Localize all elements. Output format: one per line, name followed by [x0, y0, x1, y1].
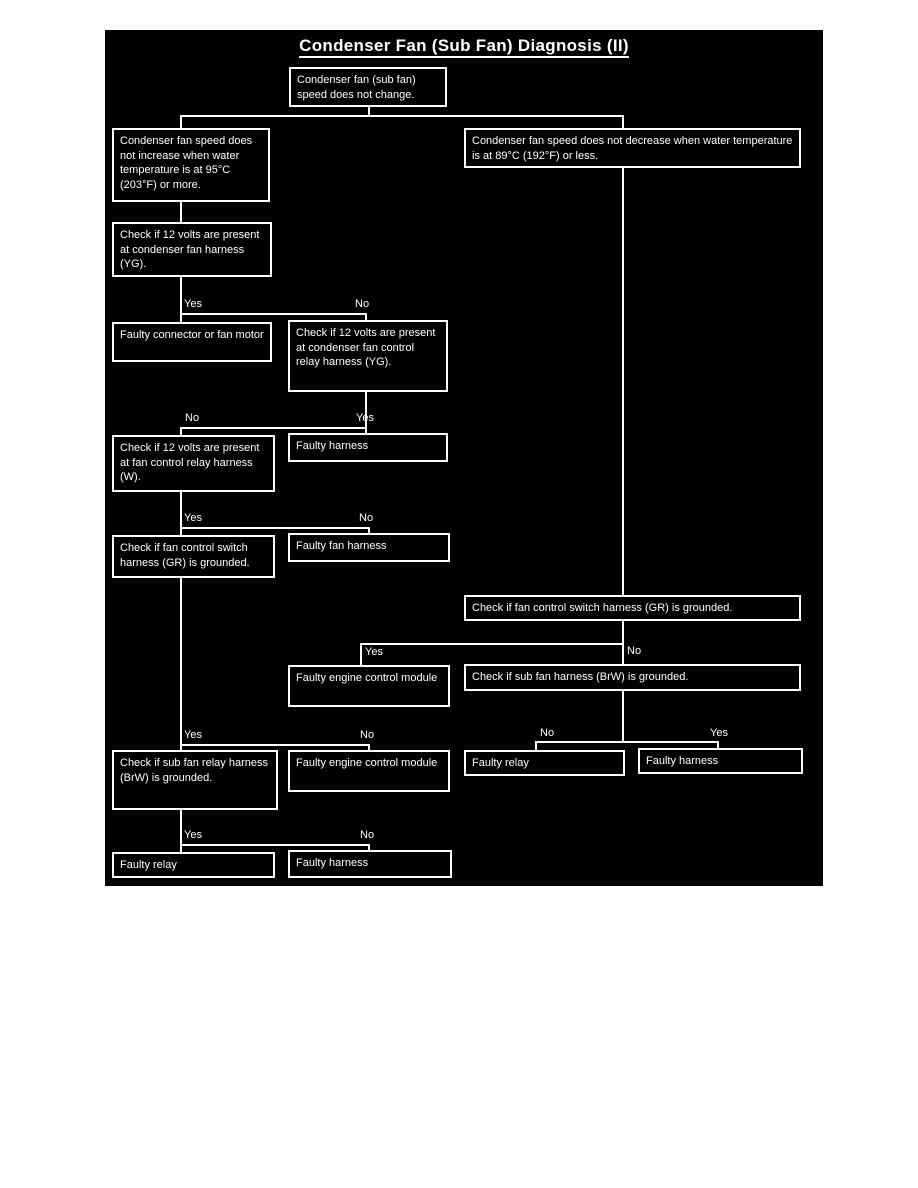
node-check-fan-control-switch-harness-left: Check if fan control switch harness (GR)…: [112, 535, 275, 578]
branch-label-yes: Yes: [184, 829, 202, 841]
connector-line: [368, 844, 370, 850]
branch-label-yes: Yes: [184, 512, 202, 524]
branch-label-yes: Yes: [710, 727, 728, 739]
node-check-sub-fan-relay-harness: Check if sub fan relay harness (BrW) is …: [112, 750, 278, 810]
connector-line: [368, 107, 370, 115]
connector-line: [180, 313, 367, 315]
page-title: Condenser Fan (Sub Fan) Diagnosis (II): [105, 36, 823, 58]
connector-line: [622, 621, 624, 664]
connector-line: [622, 691, 624, 741]
flowchart-panel: Condenser Fan (Sub Fan) Diagnosis (II) Y…: [105, 30, 823, 886]
node-symptom-no-increase: Condenser fan speed does not increase wh…: [112, 128, 270, 202]
branch-label-no: No: [360, 829, 375, 841]
connector-line: [535, 741, 537, 750]
connector-line: [368, 744, 370, 750]
connector-line: [180, 427, 182, 435]
node-faulty-engine-control-module: Faulty engine control module: [288, 665, 450, 707]
connector-line: [180, 744, 370, 746]
node-faulty-engine-control-module: Faulty engine control module: [288, 750, 450, 792]
connector-line: [365, 392, 367, 433]
node-symptom-no-decrease: Condenser fan speed does not decrease wh…: [464, 128, 801, 168]
node-check-12v-condenser-fan-control-relay-harness: Check if 12 volts are present at condens…: [288, 320, 448, 392]
branch-label-yes: Yes: [356, 412, 374, 424]
node-faulty-fan-harness: Faulty fan harness: [288, 533, 450, 562]
node-faulty-harness: Faulty harness: [638, 748, 803, 774]
node-faulty-harness: Faulty harness: [288, 850, 452, 878]
connector-line: [180, 492, 182, 535]
node-faulty-harness: Faulty harness: [288, 433, 448, 462]
branch-label-no: No: [627, 645, 642, 657]
node-check-fan-control-switch-harness-right: Check if fan control switch harness (GR)…: [464, 595, 801, 621]
branch-label-no: No: [185, 412, 200, 424]
connector-line: [180, 427, 367, 429]
connector-line: [717, 741, 719, 748]
connector-line: [180, 277, 182, 322]
connector-line: [180, 202, 182, 222]
connector-line: [180, 844, 370, 846]
connector-line: [180, 578, 182, 750]
node-check-12v-condenser-fan-harness: Check if 12 volts are present at condens…: [112, 222, 272, 277]
connector-line: [180, 115, 182, 128]
connector-line: [180, 527, 370, 529]
connector-line: [360, 643, 624, 645]
connector-line: [180, 810, 182, 852]
node-start: Condenser fan (sub fan) speed does not c…: [289, 67, 447, 107]
branch-label-no: No: [360, 729, 375, 741]
node-faulty-relay: Faulty relay: [112, 852, 275, 878]
branch-label-yes: Yes: [184, 298, 202, 310]
connector-line: [368, 527, 370, 533]
connector-line: [360, 643, 362, 665]
branch-label-no: No: [540, 727, 555, 739]
node-check-sub-fan-harness: Check if sub fan harness (BrW) is ground…: [464, 664, 801, 691]
branch-label-no: No: [355, 298, 370, 310]
connector-line: [622, 115, 624, 128]
node-faulty-connector-or-fan-motor: Faulty connector or fan motor: [112, 322, 272, 362]
node-check-12v-fan-control-relay-harness: Check if 12 volts are present at fan con…: [112, 435, 275, 492]
connector-line: [622, 168, 624, 595]
branch-label-no: No: [359, 512, 374, 524]
connector-line: [535, 741, 719, 743]
connector-line: [180, 115, 624, 117]
branch-label-yes: Yes: [365, 646, 383, 658]
node-faulty-relay: Faulty relay: [464, 750, 625, 776]
connector-line: [365, 313, 367, 320]
branch-label-yes: Yes: [184, 729, 202, 741]
